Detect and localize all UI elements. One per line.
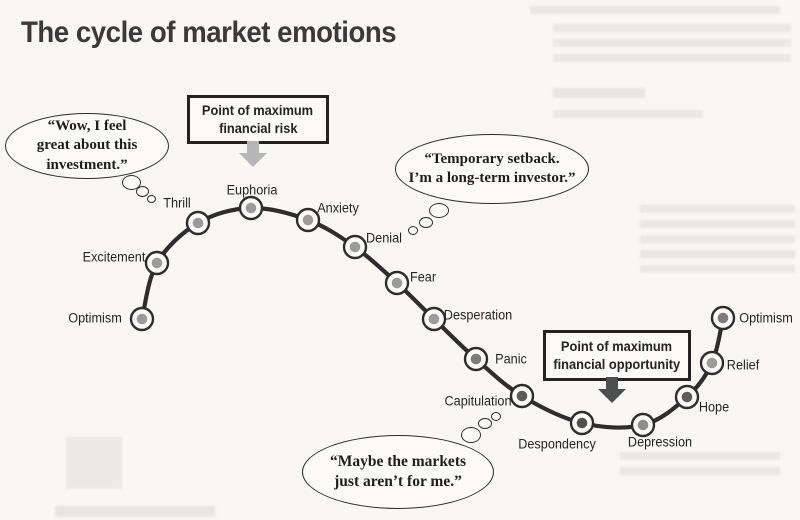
emotion-label-12-hope: Hope — [698, 399, 730, 415]
callout-max-financial-opportunity: Point of maximum financial opportunity — [543, 330, 691, 381]
emotion-label-13-relief: Relief — [726, 357, 760, 373]
thought-bubble-long-term-investor: “Temporary setback. I’m a long-term inve… — [395, 134, 589, 204]
thought-trail-dot — [419, 217, 433, 228]
emotion-label-8-panic: Panic — [495, 351, 527, 367]
callout-text-line: Point of maximum — [561, 338, 673, 354]
callout-text-line: Point of maximum — [202, 102, 314, 118]
thought-trail-dot — [147, 195, 156, 203]
bubble-text-line: investment.” — [46, 156, 128, 173]
thought-trail-dot — [491, 412, 501, 421]
bubble-text-line: great about this — [36, 137, 138, 154]
emotion-label-5-denial: Denial — [366, 230, 402, 246]
thought-trail-dot — [136, 186, 149, 197]
bubble-text-line: “Maybe the markets — [329, 452, 467, 470]
down-arrow-risk — [239, 141, 267, 167]
emotion-label-14-optimism: Optimism — [739, 310, 793, 326]
thought-trail-dot — [122, 175, 141, 190]
emotion-label-4-anxiety: Anxiety — [317, 200, 359, 216]
bubble-text-line: “Temporary setback. — [424, 150, 560, 167]
callout-max-financial-risk: Point of maximum financial risk — [187, 95, 329, 144]
down-arrow-opportunity-shape — [598, 377, 626, 403]
thought-bubble-giving-up: “Maybe the markets just aren’t for me.” — [302, 435, 494, 509]
down-arrow-opportunity — [598, 377, 626, 403]
emotion-label-0-optimism: Optimism — [68, 310, 122, 326]
emotion-label-1-excitement: Excitement — [82, 249, 146, 265]
thought-trail-dot — [429, 203, 449, 218]
callout-text-line: financial opportunity — [553, 356, 681, 372]
thought-trail-dot — [478, 418, 492, 429]
emotion-label-7-desperation: Desperation — [443, 307, 513, 323]
bubble-text-line: “Wow, I feel — [47, 117, 127, 134]
bubble-text-line: just aren’t for me.” — [334, 473, 462, 490]
emotion-label-2-thrill: Thrill — [163, 195, 191, 211]
callout-text-line: financial risk — [218, 120, 298, 136]
bubble-text-line: I’m a long-term investor.” — [408, 170, 576, 186]
thought-bubble-investor-optimism: “Wow, I feel great about this investment… — [5, 113, 169, 179]
emotion-label-6-fear: Fear — [409, 269, 437, 285]
emotion-label-9-capitulation: Capitulation — [444, 393, 512, 409]
emotion-label-10-despondency: Despondency — [518, 436, 596, 452]
page-title: The cycle of market emotions — [21, 16, 397, 49]
emotion-label-3-euphoria: Euphoria — [226, 182, 278, 198]
thought-trail-dot — [461, 427, 481, 443]
emotion-label-11-depression: Depression — [627, 434, 693, 450]
thought-trail-dot — [408, 226, 418, 235]
down-arrow-risk-shape — [239, 141, 267, 167]
